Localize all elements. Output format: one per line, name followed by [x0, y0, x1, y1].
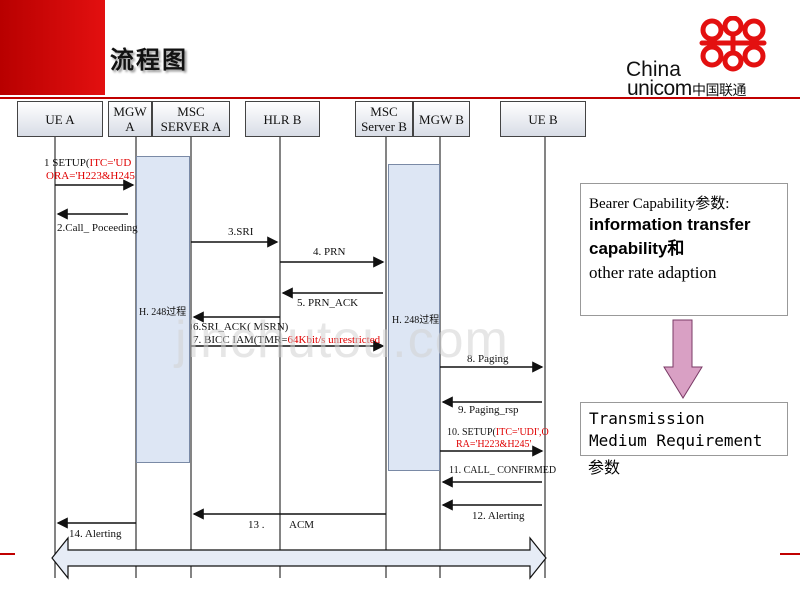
footer-mark-left [0, 553, 15, 555]
unicom-knot-icon [699, 16, 767, 72]
logo-china-text: China [626, 58, 681, 81]
bearer-line-1: Bearer Capability参数: [589, 196, 730, 212]
msg-8-label: 8. Paging [467, 353, 509, 365]
msg-3-label: 3.SRI [228, 226, 254, 238]
header-divider [0, 97, 800, 99]
msg-13-label: ACM [289, 519, 315, 531]
msg-1-label-cont: ORA='H223&H245 [46, 170, 135, 182]
msg-5-label: 5. PRN_ACK [297, 297, 359, 309]
transmission-medium-box: Transmission Medium Requirement [580, 402, 788, 456]
logo-unicom-text: unicom [627, 77, 692, 100]
bearer-line-3: capability和 [589, 239, 685, 258]
h248-label-b: H. 248过程 [392, 315, 440, 326]
transmission-line-3: 参数 [588, 458, 621, 477]
msg-14-label: 14. Alerting [69, 528, 122, 540]
activation-msc-b [388, 164, 440, 471]
h248-label-a: H. 248过程 [139, 307, 187, 318]
participant-msc-server-b: MSC Server B [355, 101, 413, 137]
msg-11-label: 11. CALL_ CONFIRMED [449, 465, 557, 476]
footer-mark-right [780, 553, 800, 555]
msg-6-label: 6.SRI_ACK( MSRN) [193, 321, 289, 333]
participant-mgw-b: MGW B [413, 101, 470, 137]
msg-7-label: 7. BICC IAM(TMR=64Kbit/s unrestricted [193, 334, 381, 346]
bearer-capability-box: Bearer Capability参数: information transfe… [580, 183, 788, 316]
msg-13-number: 13 . [248, 519, 265, 531]
mapping-down-arrow [663, 319, 703, 399]
msg-10-label-cont: RA='H223&H245' [456, 439, 532, 450]
slide-title: 流程图 [110, 46, 188, 74]
watermark-text: jinchutou.com [175, 311, 509, 369]
msg-12-label: 12. Alerting [472, 510, 525, 522]
msg-4-label: 4. PRN [313, 246, 346, 258]
msg-9-label: 9. Paging_rsp [458, 404, 519, 416]
participant-ue-a: UE A [17, 101, 103, 137]
participant-msc-server-a: MSC SERVER A [152, 101, 230, 137]
bearer-line-2: information transfer [589, 215, 751, 234]
msg-2-label: 2.Call_ Poceeding [57, 222, 138, 234]
activation-msc-a [136, 156, 190, 463]
participant-ue-b: UE B [500, 101, 586, 137]
logo-chinese-text: 中国联通 [692, 83, 747, 99]
msg-10-label: 10. SETUP(ITC='UDI',O [447, 427, 549, 438]
transmission-line-1: Transmission [589, 409, 705, 428]
participant-hlr-b: HLR B [245, 101, 320, 137]
header-red-bar [0, 0, 105, 95]
participant-mgw-a: MGW A [108, 101, 152, 137]
transmission-line-2: Medium Requirement [589, 431, 763, 450]
msg-1-label: 1 SETUP(ITC='UD [44, 157, 132, 169]
bearer-path-arrow [51, 536, 547, 580]
bearer-line-4: other rate adaption [589, 263, 717, 282]
